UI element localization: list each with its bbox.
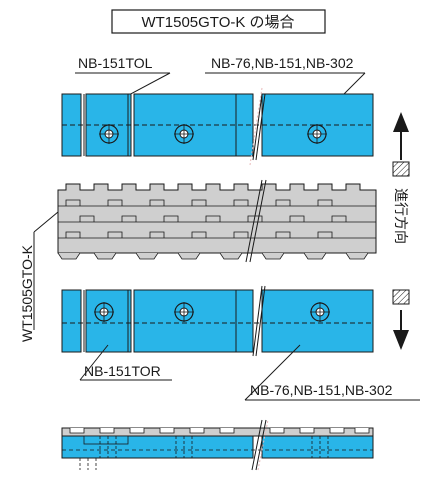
leader-chain <box>33 211 59 233</box>
side-view-assembly <box>61 419 374 471</box>
hatch-mark-top-icon <box>392 161 410 177</box>
leader-bottom-right <box>244 344 301 401</box>
label-top-left-part: NB-151TOL <box>78 55 153 71</box>
hatch-mark-bottom-icon <box>392 289 410 305</box>
bolt-icon <box>174 124 194 144</box>
bolt-icon <box>174 302 194 322</box>
bolt-icon <box>307 124 327 144</box>
break-mark <box>249 87 266 166</box>
title-box: WT1505GTO-K の場合 <box>111 9 326 34</box>
title-text: WT1505GTO-K の場合 <box>141 14 294 31</box>
direction-arrow-icon <box>393 112 409 350</box>
bolt-icon <box>94 302 114 322</box>
label-top-right-parts: NB-76,NB-151,NB-302 <box>211 55 354 71</box>
bottom-guide-rail <box>61 289 374 353</box>
break-mark <box>252 285 266 357</box>
label-bottom-left-part: NB-151TOR <box>84 363 161 379</box>
chain-body <box>57 179 377 263</box>
label-bottom-right-parts: NB-76,NB-151,NB-302 <box>250 382 393 398</box>
label-direction: 進行方向 <box>393 188 409 244</box>
leader-bottom-left <box>79 344 109 381</box>
bolt-icon <box>99 124 119 144</box>
label-chain: WT1505GTO-K <box>19 244 35 342</box>
bolt-icon <box>310 302 330 322</box>
